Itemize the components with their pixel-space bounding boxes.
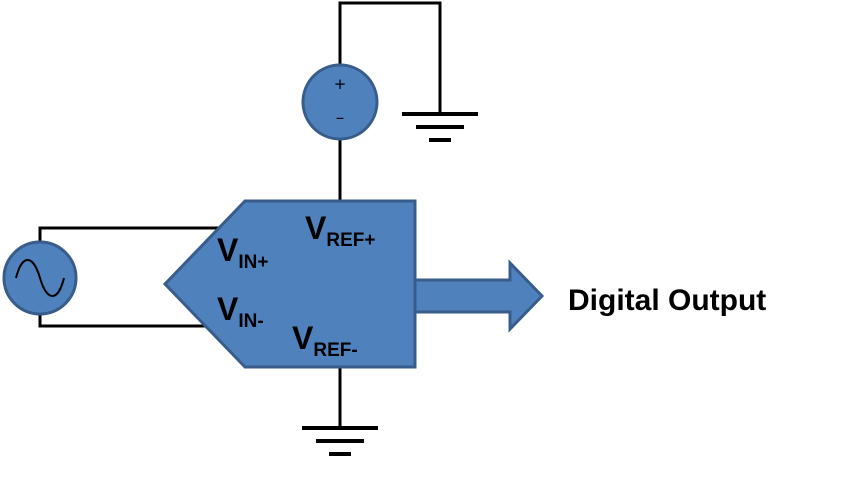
ground-icon-top [402, 112, 478, 142]
minus-symbol: – [336, 108, 345, 128]
vref-plus-label: VREF+ [305, 210, 375, 251]
ac-signal-source [2, 240, 78, 316]
output-arrow-icon [410, 259, 545, 333]
dc-source-circle [301, 63, 379, 141]
reference-loop-wire [338, 1, 442, 112]
input-wiring [38, 226, 225, 328]
digital-output-label: Digital Output [568, 284, 766, 317]
ground-icon-bottom [302, 426, 378, 456]
plus-symbol: + [334, 75, 347, 93]
dc-voltage-source: + – [301, 63, 379, 141]
adc-block [162, 199, 417, 369]
sine-wave-icon [15, 259, 65, 297]
vin-minus-label: VIN- [217, 291, 264, 332]
vref-minus-label: VREF- [292, 320, 358, 361]
vin-plus-wire [38, 226, 225, 242]
reference-wiring [338, 1, 442, 200]
vin-plus-label: VIN+ [217, 232, 268, 273]
vin-minus-wire [38, 314, 205, 328]
